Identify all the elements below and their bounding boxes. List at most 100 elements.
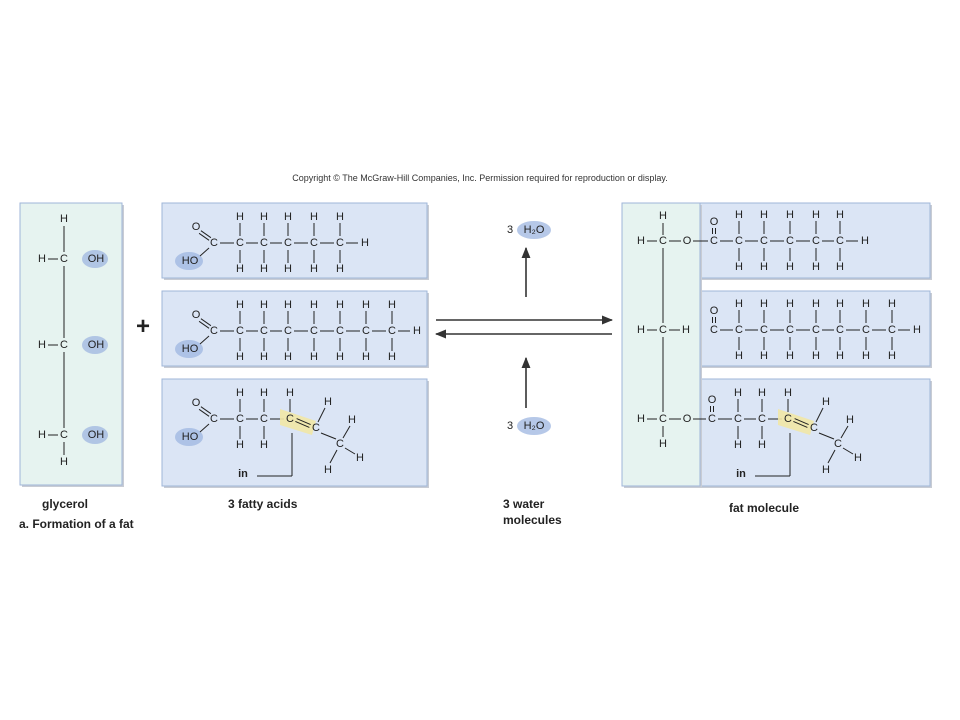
caption-glycerol: glycerol: [42, 497, 89, 511]
chain-carbon: C: [758, 413, 766, 425]
atom-h: H: [812, 350, 820, 362]
atom-h: H: [310, 211, 318, 223]
chain-carbon: C: [786, 324, 794, 336]
double-bond: [198, 232, 210, 241]
double-bond: [200, 318, 212, 327]
atom-h: H: [637, 413, 645, 425]
bond: [317, 407, 326, 423]
fat-acid-panel-2: [699, 290, 931, 367]
atom-c: C: [659, 413, 667, 425]
atom-c: C: [210, 413, 218, 425]
atom-h: H: [812, 298, 820, 310]
atom-h: H: [734, 387, 742, 399]
hydroxyl-highlight: [175, 252, 203, 270]
chain-carbon: C: [312, 422, 320, 434]
atom-h: H: [413, 325, 421, 337]
water-top-highlight: [517, 221, 551, 239]
bond: [320, 432, 337, 440]
chain-carbon: C: [888, 324, 896, 336]
chain-carbon: C: [236, 237, 244, 249]
atom-h: H: [862, 298, 870, 310]
carbonyl-o: O: [708, 394, 717, 406]
chain-carbon: C: [735, 235, 743, 247]
atom-h: H: [284, 299, 292, 311]
atom-h: H: [760, 261, 768, 273]
chain-carbon: C: [260, 237, 268, 249]
caption-water-line1: 3 water: [503, 497, 545, 511]
atom-h: H: [760, 298, 768, 310]
atom-h: H: [324, 464, 332, 476]
hydroxyl-highlight: [175, 340, 203, 358]
fatty-acid-panel-2: [161, 290, 428, 367]
water-top-coef: 3: [507, 224, 513, 236]
atom-h: H: [913, 324, 921, 336]
double-bond: [295, 421, 310, 428]
atom-h: H: [786, 209, 794, 221]
atom-h: H: [336, 351, 344, 363]
atom-h: H: [836, 209, 844, 221]
fat-glycerol-panel: [621, 202, 701, 487]
atom-h: H: [888, 298, 896, 310]
chain-carbon: C: [336, 237, 344, 249]
atom-c: C: [659, 235, 667, 247]
double-bond: [793, 421, 808, 428]
ester-carbon: C: [710, 235, 718, 247]
chain-carbon: C: [362, 325, 370, 337]
atom-h: H: [260, 387, 268, 399]
double-bond: [198, 320, 210, 329]
carbonyl-o: O: [710, 216, 719, 228]
atom-h: H: [284, 263, 292, 275]
atom-h: H: [236, 351, 244, 363]
atom-h: H: [236, 439, 244, 451]
chain-carbon: C: [810, 422, 818, 434]
atom-h: H: [38, 339, 46, 351]
hydroxyl-highlight: [82, 426, 108, 444]
cis-label: in: [238, 468, 248, 480]
carbonyl-o: O: [710, 305, 719, 317]
atom-c: C: [210, 325, 218, 337]
atom-h: H: [659, 438, 667, 450]
hydroxyl-highlight: [82, 336, 108, 354]
atom-ho: HO: [182, 431, 199, 443]
bond: [827, 449, 836, 464]
hydroxyl-highlight: [82, 250, 108, 268]
atom-h: H: [284, 211, 292, 223]
atom-h: H: [812, 209, 820, 221]
chain-carbon: C: [836, 235, 844, 247]
double-bond: [200, 406, 212, 415]
atom-h: H: [362, 299, 370, 311]
atom-h: H: [236, 263, 244, 275]
atom-h: H: [388, 351, 396, 363]
hydroxyl-highlight: [175, 428, 203, 446]
atom-oh: OH: [88, 253, 105, 265]
atom-o: O: [192, 221, 201, 233]
ester-o: O: [683, 413, 692, 425]
chain-carbon: C: [286, 413, 294, 425]
atom-h: H: [260, 439, 268, 451]
chain-carbon: C: [812, 235, 820, 247]
fat-acid-panel-1: [699, 202, 931, 279]
chain-carbon: C: [834, 438, 842, 450]
bond: [342, 425, 351, 439]
atom-c: C: [60, 339, 68, 351]
atom-h: H: [836, 350, 844, 362]
atom-h: H: [284, 351, 292, 363]
chain-carbon: C: [786, 235, 794, 247]
atom-c: C: [659, 324, 667, 336]
chain-carbon: C: [284, 237, 292, 249]
fatty-acid-panel-1: [161, 202, 428, 279]
atom-h: H: [310, 263, 318, 275]
chain-carbon: C: [336, 325, 344, 337]
atom-h: H: [348, 414, 356, 426]
water-bottom-coef: 3: [507, 420, 513, 432]
chain-carbon: C: [260, 325, 268, 337]
atom-h: H: [310, 351, 318, 363]
atom-h: H: [659, 210, 667, 222]
atom-h: H: [735, 350, 743, 362]
bond: [818, 432, 835, 440]
bond: [840, 425, 849, 439]
chain-carbon: C: [310, 237, 318, 249]
caption-part-a: a. Formation of a fat: [19, 517, 134, 531]
atom-h: H: [260, 211, 268, 223]
